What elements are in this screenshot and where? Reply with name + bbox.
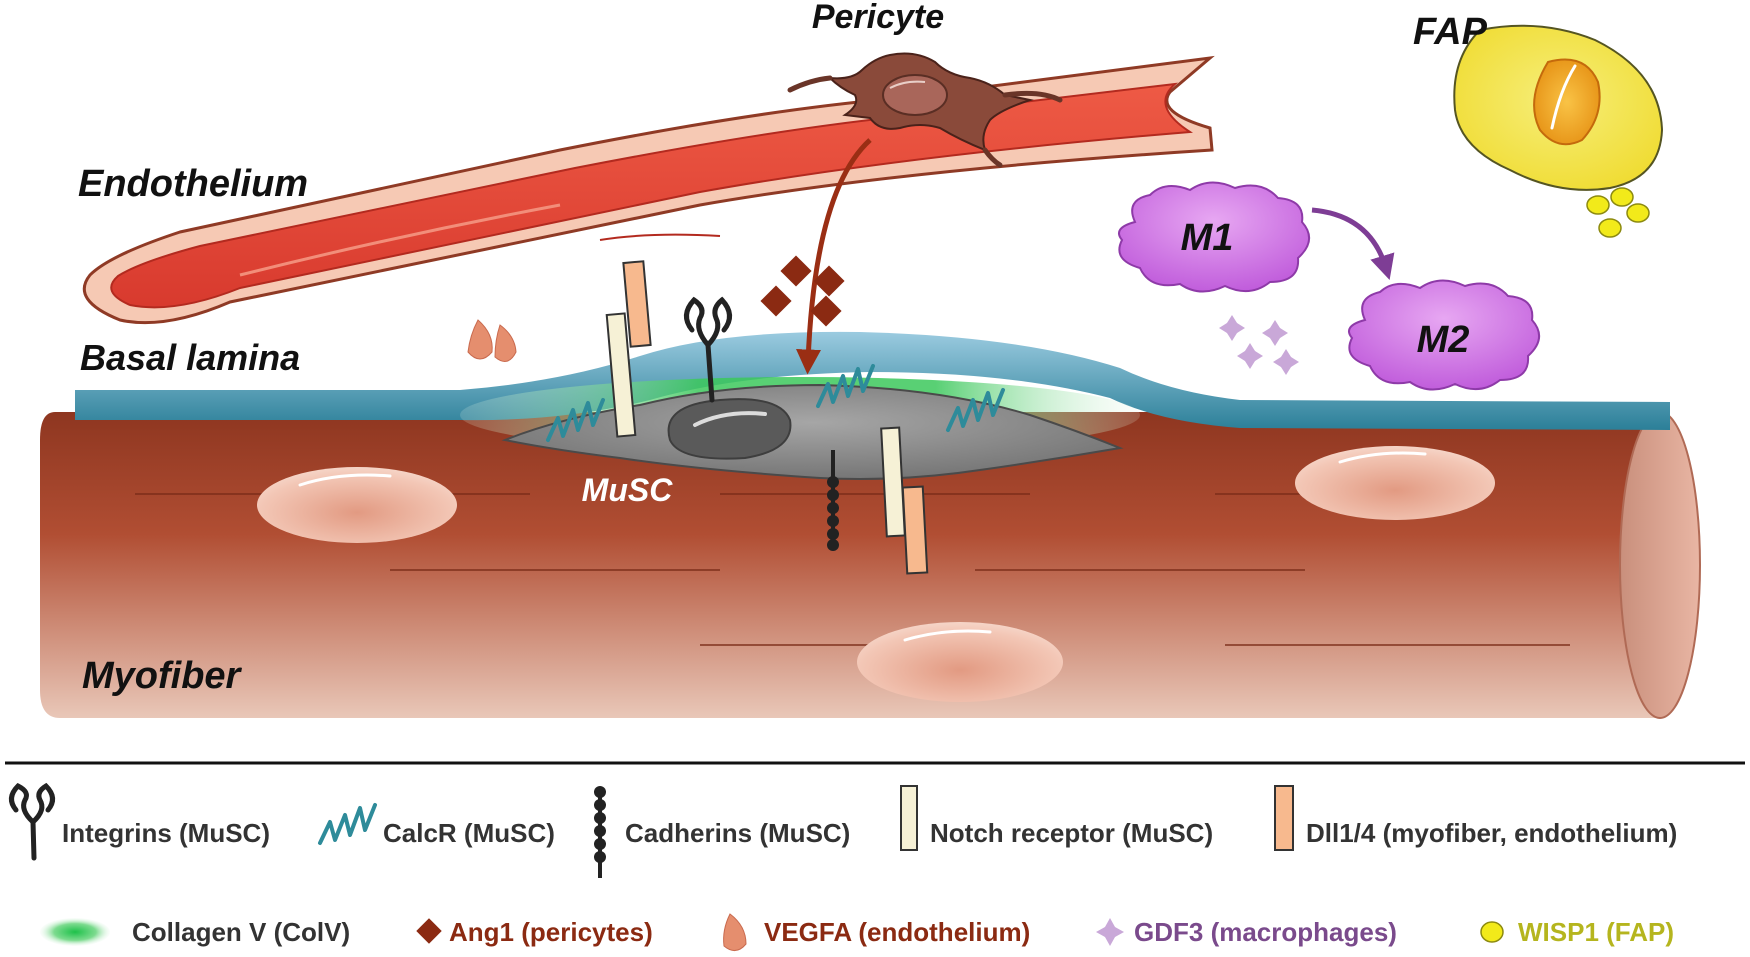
ang1-factors [760, 255, 845, 327]
label-m1: M1 [1181, 217, 1234, 259]
m1-to-m2-arrow [1311, 207, 1395, 280]
ang1-icon [416, 918, 442, 944]
collagen-v-icon [40, 918, 110, 946]
label-musc: MuSC [582, 472, 674, 508]
myonucleus [1295, 446, 1495, 520]
pericyte-cell [787, 52, 1063, 168]
myonucleus [257, 467, 457, 543]
gdf3-icon [1096, 918, 1124, 946]
legend-vegfa: VEGFA (endothelium) [764, 917, 1030, 947]
m1-macrophage [1118, 181, 1310, 293]
wisp1-icon [1480, 921, 1504, 943]
legend-row-2: Collagen V (ColV) Ang1 (pericytes) VEGFA… [40, 913, 1674, 951]
legend-gdf3: GDF3 (macrophages) [1134, 917, 1397, 947]
legend-wisp1: WISP1 (FAP) [1518, 917, 1674, 947]
dll-ligand [622, 260, 652, 348]
myonucleus [857, 622, 1063, 702]
label-basal-lamina: Basal lamina [80, 337, 300, 378]
musc-cell [501, 383, 1124, 480]
legend-integrins: Integrins (MuSC) [62, 818, 270, 848]
pericyte-signal-arrow [796, 138, 872, 375]
legend-dll: Dll1/4 (myofiber, endothelium) [1306, 818, 1677, 848]
gdf3-factors [1219, 315, 1299, 375]
legend-row-1: Integrins (MuSC) CalcR (MuSC) Cadherins … [9, 782, 1677, 878]
calcr-receptor [546, 364, 1005, 442]
notch-receptor [880, 426, 906, 538]
label-pericyte: Pericyte [812, 0, 944, 36]
legend-cadherins: Cadherins (MuSC) [625, 818, 850, 848]
label-endothelium: Endothelium [78, 163, 308, 205]
m2-macrophage [1348, 279, 1540, 391]
integrin-receptor [684, 296, 732, 403]
notch-receptor-icon [900, 785, 918, 851]
calcr-icon [318, 803, 377, 845]
integrin-icon [9, 782, 55, 861]
dll-icon [1274, 785, 1294, 851]
legend-notch: Notch receptor (MuSC) [930, 818, 1213, 848]
vegfa-icon [723, 913, 747, 951]
fap-cell [1453, 24, 1664, 191]
cadherin-icon [594, 786, 606, 878]
notch-receptor [605, 312, 637, 438]
dll-ligand [901, 485, 929, 575]
cadherin-receptor [827, 450, 839, 551]
legend-ang1: Ang1 (pericytes) [449, 917, 653, 947]
label-myofiber: Myofiber [82, 655, 243, 697]
legend-calcr: CalcR (MuSC) [383, 818, 555, 848]
wisp1-factors [1586, 187, 1650, 238]
label-fap: FAP [1413, 11, 1488, 53]
vegfa-factors [467, 319, 517, 362]
myofiber [40, 411, 1701, 719]
label-m2: M2 [1417, 319, 1470, 361]
legend-collagen-v: Collagen V (ColV) [132, 917, 350, 947]
